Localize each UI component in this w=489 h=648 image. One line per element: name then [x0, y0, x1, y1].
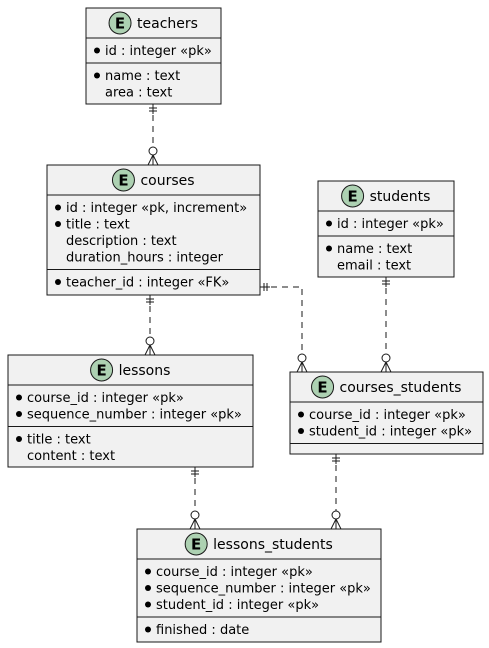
entity-title: teachers [137, 16, 198, 32]
key-attribute: student_id : integer «pk» [309, 425, 472, 440]
attribute: finished : date [156, 623, 249, 638]
key-attribute: sequence_number : integer «pk» [156, 582, 371, 597]
entity-title: students [370, 189, 431, 205]
entity-badge-letter: E [347, 188, 357, 206]
key-attribute: title : text [66, 218, 130, 233]
key-attribute: course_id : integer «pk» [309, 408, 466, 423]
key-bullet [298, 411, 304, 418]
key-bullet [145, 568, 151, 575]
entity-badge-icon [311, 375, 335, 399]
key-bullet [16, 411, 22, 417]
key-attribute: id : integer «pk, increment» [66, 201, 247, 216]
entity-title: courses [140, 173, 194, 189]
zero-or-many-marker [147, 146, 159, 166]
key-attribute: course_id : integer «pk» [156, 565, 313, 580]
attribute: name : text [337, 242, 412, 257]
attribute: title : text [27, 433, 91, 448]
key-bullet [55, 221, 61, 227]
attribute: area : text [105, 86, 172, 101]
attribute: content : text [27, 449, 115, 464]
exactly-one-marker [149, 104, 157, 114]
key-bullet [326, 245, 332, 252]
attribute: email : text [337, 259, 411, 274]
exactly-one-marker [260, 283, 270, 291]
key-bullet [16, 436, 22, 442]
exactly-one-marker [382, 277, 390, 287]
entity-badge-icon [90, 358, 114, 382]
entity-box [317, 180, 455, 278]
zero-or-many-marker [296, 353, 308, 373]
zero-or-many-marker [189, 510, 201, 530]
key-bullet [55, 204, 61, 211]
key-attribute: id : integer «pk» [337, 217, 444, 232]
entity-box [46, 164, 261, 296]
key-attribute: sequence_number : integer «pk» [27, 408, 242, 423]
entity-badge-letter: E [317, 379, 327, 397]
entity-title: courses_students [340, 380, 462, 396]
key-bullet [145, 626, 151, 633]
entity-badge-icon [111, 168, 135, 192]
exactly-one-marker [146, 295, 154, 305]
entity-badge-letter: E [115, 15, 125, 33]
key-bullet [55, 279, 61, 285]
attribute: teacher_id : integer «FK» [66, 276, 229, 291]
entity-box [136, 528, 382, 643]
zero-or-many-marker [330, 510, 342, 530]
entity-title: lessons [119, 363, 171, 379]
key-bullet [326, 220, 332, 227]
key-attribute: duration_hours : integer [66, 251, 224, 266]
zero-or-many-marker [144, 336, 156, 356]
entity-badge-icon [108, 11, 132, 35]
key-bullet [145, 601, 151, 608]
entity-badge-icon [184, 532, 208, 556]
key-attribute: id : integer «pk» [105, 44, 212, 59]
rel-courses-courses-students [260, 286, 303, 372]
entity-title: lessons_students [213, 537, 333, 553]
key-attribute: description : text [66, 234, 177, 249]
entity-badge-letter: E [118, 172, 128, 190]
key-attribute: course_id : integer «pk» [27, 391, 184, 406]
relationships-layer [144, 104, 392, 530]
attribute: name : text [105, 69, 180, 84]
entity-box [85, 7, 222, 105]
entity-badge-letter: E [191, 536, 201, 554]
key-attribute: student_id : integer «pk» [156, 598, 319, 613]
entity-badge-letter: E [96, 362, 106, 380]
entity-box [7, 354, 254, 468]
key-bullet [16, 394, 22, 401]
entity-badge-icon [341, 184, 365, 208]
key-bullet [298, 428, 304, 434]
key-bullet [94, 47, 100, 54]
exactly-one-marker [332, 454, 340, 464]
key-bullet [94, 72, 100, 79]
zero-or-many-marker [380, 353, 392, 373]
exactly-one-marker [191, 467, 199, 477]
key-bullet [145, 585, 151, 591]
